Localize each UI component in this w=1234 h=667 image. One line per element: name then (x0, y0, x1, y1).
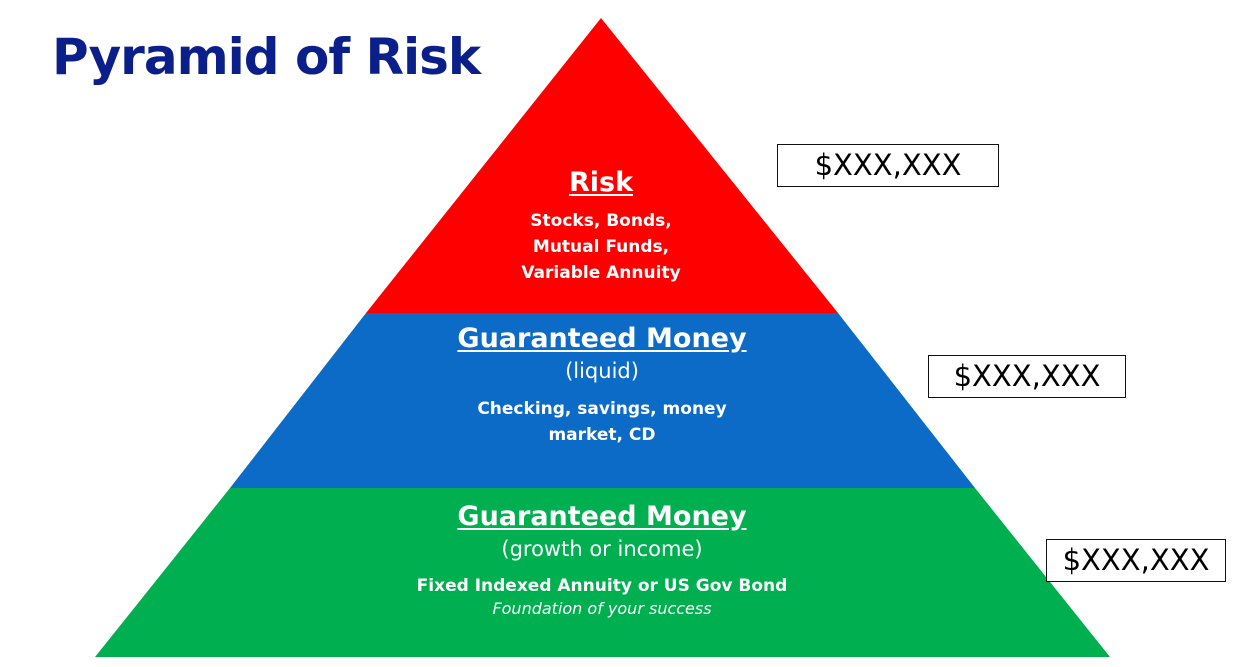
growth-tier-items: Fixed Indexed Annuity or US Gov Bond (416, 576, 788, 596)
growth-tier-title: Guaranteed Money (457, 501, 747, 532)
growth-tier-note: Foundation of your success (492, 599, 712, 618)
risk-item-line: Stocks, Bonds, (530, 211, 672, 231)
liquid-tier-title: Guaranteed Money (457, 323, 747, 354)
page-title: Pyramid of Risk (52, 28, 481, 86)
growth-tier-text: Guaranteed Money (growth or income) Fixe… (302, 500, 902, 620)
risk-tier-items: Stocks, Bonds, Mutual Funds, Variable An… (451, 208, 751, 286)
risk-tier-shape (366, 18, 838, 313)
liquid-tier-text: Guaranteed Money (liquid) Checking, savi… (376, 322, 828, 448)
liquid-item-line: Checking, savings, money (477, 399, 727, 419)
liquid-tier-items: Checking, savings, money market, CD (376, 396, 828, 448)
risk-amount-box: $XXX,XXX (777, 144, 999, 187)
liquid-tier-shape (230, 313, 975, 488)
liquid-amount-box: $XXX,XXX (928, 355, 1126, 398)
risk-tier-text: Risk Stocks, Bonds, Mutual Funds, Variab… (451, 166, 751, 286)
liquid-tier-subtitle: (liquid) (565, 359, 639, 383)
growth-tier-shape (95, 488, 1110, 657)
risk-tier-title: Risk (568, 167, 634, 198)
risk-item-line: Variable Annuity (521, 263, 681, 283)
liquid-item-line: market, CD (548, 425, 656, 445)
growth-amount-box: $XXX,XXX (1046, 539, 1226, 582)
growth-tier-subtitle: (growth or income) (501, 537, 703, 561)
risk-item-line: Mutual Funds, (532, 237, 670, 257)
